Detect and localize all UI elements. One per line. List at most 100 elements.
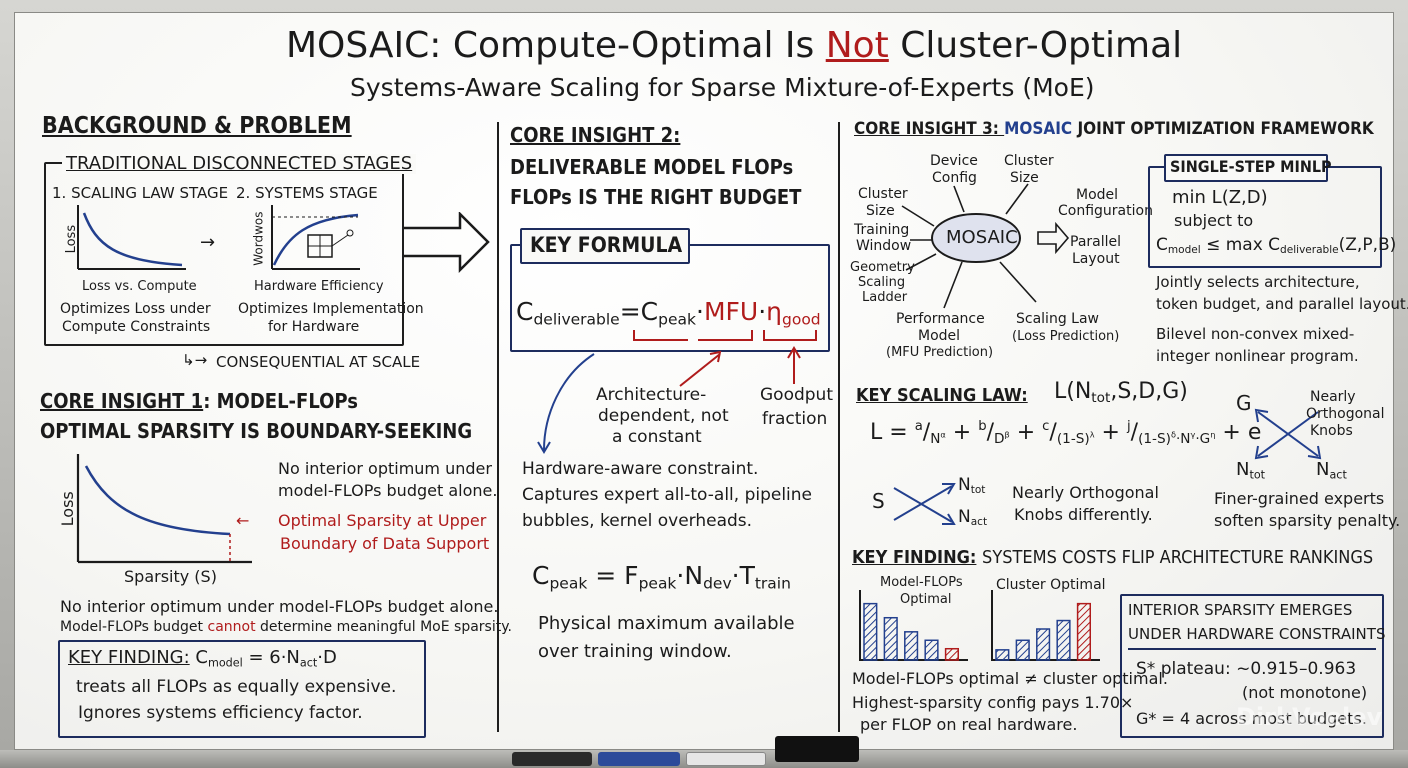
interior-title-1: INTERIOR SPARSITY EMERGES: [1128, 601, 1353, 619]
board-eraser[interactable]: [775, 736, 859, 762]
red-arrow-icon: ←: [236, 511, 250, 530]
knob-note-2: Knobs differently.: [1014, 505, 1153, 524]
interior-g-text: G* = 4 across most budgets.: [1136, 709, 1367, 728]
blue-marker[interactable]: [598, 752, 680, 766]
minlp-constraint: Cmodel ≤ max Cdeliverable(Z,P,B): [1156, 235, 1397, 257]
insight1-text-2: Model-FLOPs budget cannot determine mean…: [60, 619, 512, 635]
finer-note-1: Finer-grained experts: [1214, 489, 1385, 508]
chart-bar: [883, 616, 898, 661]
key-finding3-note-1: Highest-sparsity config pays 1.70×: [852, 693, 1134, 712]
note-goodput-1: Goodput: [760, 385, 833, 405]
input-model-config-2: Configuration: [1058, 203, 1153, 219]
chart-bar: [1036, 628, 1051, 661]
formula-underline-marks: [633, 330, 817, 341]
insight1-annotation-2: Boundary of Data Support: [280, 534, 490, 553]
deliverable-formula: Cdeliverable=Cpeak·MFU·ηgood: [516, 297, 821, 329]
output-parallel-2: Layout: [1072, 251, 1120, 267]
physical-note-1: Physical maximum available: [538, 613, 795, 634]
stage2-ylabel: Wordwos: [251, 211, 266, 266]
scaling-law-formula: L = a/Nα + b/Dβ + c/(1-S)λ + j/(1-S)δ·Nγ…: [870, 419, 1262, 448]
input-model-config-1: Model: [1076, 187, 1119, 203]
insight3-desc2-2: integer nonlinear program.: [1156, 347, 1359, 365]
peak-formula: Cpeak = Fpeak·Ndev·Ttrain: [532, 561, 791, 593]
knob-g-label: G: [1236, 391, 1252, 415]
knob-g-note-3: Knobs: [1310, 423, 1353, 439]
input-device-2: Config: [932, 170, 977, 186]
note-architecture-3: a constant: [612, 427, 702, 447]
stage1-title: 1. SCALING LAW STAGE: [52, 184, 229, 202]
key-formula-label: KEY FORMULA: [530, 233, 683, 257]
stage1-desc-1: Optimizes Loss under: [60, 301, 211, 317]
chart-model-flops-optimal: [859, 590, 968, 661]
insight1-plot-xlabel: Sparsity (S): [124, 567, 217, 586]
stage2-efficiency-plot: [271, 205, 360, 270]
input-performance-3: (MFU Prediction): [886, 345, 994, 360]
stage1-desc-2: Compute Constraints: [62, 319, 211, 335]
insight2-heading: CORE INSIGHT 2:: [510, 123, 681, 147]
chart-cluster-optimal: [991, 590, 1100, 661]
note-architecture-1: Architecture-: [596, 385, 707, 405]
chart1-title-1: Model-FLOPs: [880, 575, 963, 590]
key-finding1-line2: Ignores systems efficiency factor.: [78, 703, 363, 723]
minlp-subject: subject to: [1174, 211, 1254, 230]
physical-note-2: over training window.: [538, 641, 732, 662]
key-finding1-line1: treats all FLOPs as equally expensive.: [76, 677, 397, 697]
input-cluster-top-1: Cluster: [1004, 153, 1054, 169]
insight1-text-1: No interior optimum under model-FLOPs bu…: [60, 597, 499, 616]
scaling-law-heading: KEY SCALING LAW:: [856, 385, 1028, 406]
arrow-icon: →: [200, 232, 216, 253]
chart1-title-2: Optimal: [900, 592, 952, 607]
insight3-desc1-1: Jointly selects architecture,: [1156, 273, 1360, 291]
insight1-note-1: No interior optimum under: [278, 459, 492, 478]
input-device-1: Device: [930, 153, 978, 169]
input-scaling-law-2: (Loss Prediction): [1012, 329, 1120, 344]
white-marker[interactable]: [686, 752, 766, 766]
formula-arrows: [537, 346, 801, 454]
stage2-desc-1: Optimizes Implementation: [238, 301, 424, 317]
chart2-title: Cluster Optimal: [996, 577, 1106, 593]
knob-cross-arrows: [893, 483, 956, 525]
input-geometry-3: Ladder: [862, 290, 908, 305]
insight2-line2: FLOPs IS THE RIGHT BUDGET: [510, 185, 802, 209]
insight3-desc1-2: token budget, and parallel layout.: [1156, 295, 1408, 313]
stage2-title: 2. SYSTEMS STAGE: [236, 184, 378, 202]
insight3-heading: CORE INSIGHT 3: MOSAIC JOINT OPTIMIZATIO…: [854, 119, 1374, 139]
key-finding1-box: [58, 640, 426, 738]
input-scaling-law-1: Scaling Law: [1016, 311, 1099, 327]
consequence-arrow-icon: ↳→: [182, 351, 208, 369]
input-geometry-2: Scaling: [858, 275, 906, 290]
watermark: DirkVoelev: [1236, 703, 1383, 731]
input-geometry-1: Geometry: [850, 260, 915, 275]
output-parallel-1: Parallel: [1070, 234, 1122, 250]
chart-bar: [944, 647, 959, 661]
input-cluster-left-2: Size: [866, 203, 895, 219]
traditional-stages-title: TRADITIONAL DISCONNECTED STAGES: [62, 154, 417, 174]
black-marker[interactable]: [512, 752, 592, 766]
note-architecture-2: dependent, not: [598, 406, 729, 426]
interior-title-2: UNDER HARDWARE CONSTRAINTS: [1128, 625, 1386, 643]
key-finding1-label: KEY FINDING: Cmodel = 6·Nact·D: [68, 647, 337, 670]
knob-g-note-1: Nearly: [1310, 389, 1356, 405]
consequence-text: CONSEQUENTIAL AT SCALE: [216, 353, 421, 371]
input-performance-1: Performance: [896, 311, 985, 327]
insight1-annotation-1: Optimal Sparsity at Upper: [278, 511, 487, 530]
insight2-desc-2: Captures expert all-to-all, pipeline: [522, 485, 813, 505]
chart-bar: [924, 639, 939, 661]
chart-bar: [904, 631, 919, 661]
chart-bar: [863, 602, 878, 661]
interior-plateau-note: (not monotone): [1242, 683, 1368, 702]
page-subtitle: Systems-Aware Scaling for Sparse Mixture…: [350, 73, 1095, 102]
insight2-line1: DELIVERABLE MODEL FLOPs: [510, 155, 794, 179]
insight1-sparsity-plot: [76, 454, 252, 564]
knob-g-note-2: Orthogonal: [1306, 406, 1385, 422]
interior-sparsity-box: [1120, 594, 1384, 738]
finer-note-2: soften sparsity penalty.: [1214, 511, 1401, 530]
note-goodput-2: fraction: [762, 409, 828, 429]
chart-bar: [995, 649, 1010, 661]
insight2-desc-1: Hardware-aware constraint.: [522, 459, 759, 479]
g-nact: Nact: [1316, 459, 1347, 482]
background-heading: BACKGROUND & PROBLEM: [42, 113, 352, 139]
column-divider-right: [838, 122, 840, 732]
mosaic-hub-diagram: [901, 183, 1070, 309]
stage1-loss-plot: [77, 205, 186, 270]
